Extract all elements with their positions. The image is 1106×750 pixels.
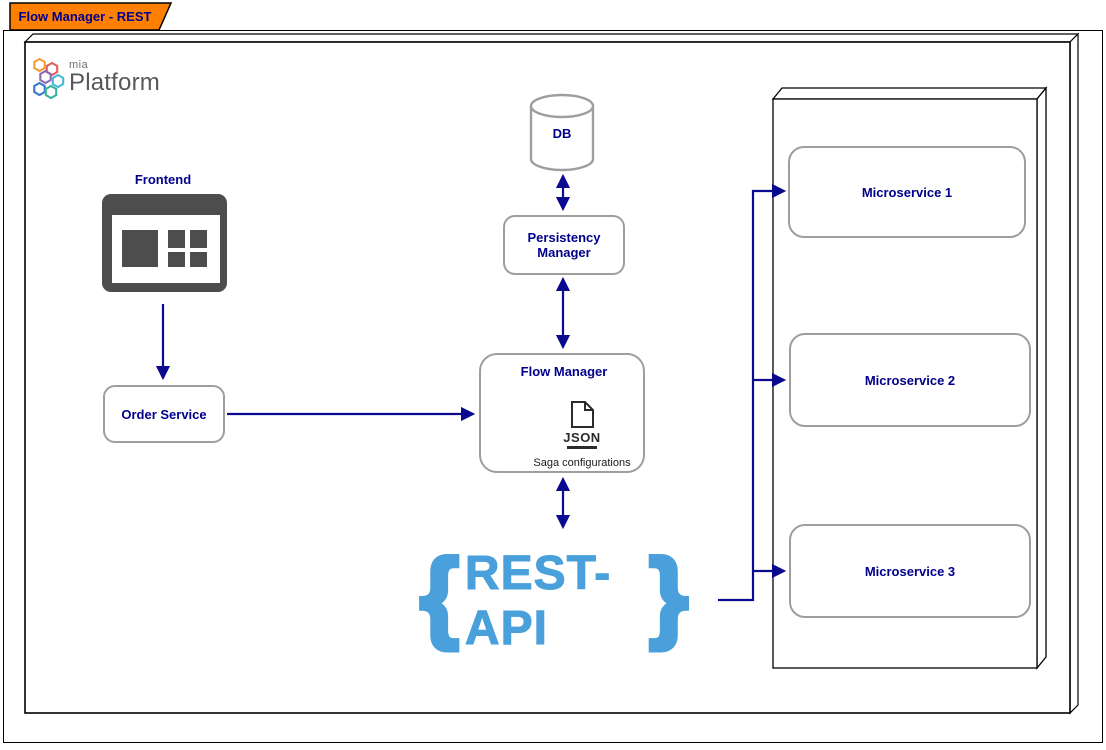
microservice-1-label: Microservice 1	[861, 184, 953, 200]
logo-platform-text: Platform	[69, 69, 160, 96]
order-service-node: Order Service	[103, 385, 225, 443]
rest-api-left-brace: {	[418, 539, 462, 651]
logo-mia-text: mia	[69, 59, 89, 71]
microservice-2-node: Microservice 2	[789, 333, 1031, 427]
rest-api-label: REST-API	[464, 547, 612, 656]
flow-manager-node: Flow Manager JSON Saga configurations	[479, 353, 645, 473]
persistency-manager-node: Persistency Manager	[503, 215, 625, 275]
microservice-1-node: Microservice 1	[788, 146, 1026, 238]
db-cylinder-node: DB	[529, 93, 595, 172]
hexagon-cluster-icon	[33, 58, 65, 100]
json-icon-text: JSON	[563, 430, 600, 445]
flow-manager-label: Flow Manager	[520, 364, 608, 379]
microservice-3-label: Microservice 3	[864, 563, 956, 579]
hexagon-teal	[44, 84, 58, 100]
db-label: DB	[553, 126, 572, 141]
browser-window-icon	[102, 194, 227, 292]
hexagon-cyan	[51, 73, 65, 89]
microservice-3-node: Microservice 3	[789, 524, 1031, 618]
json-icon-underline	[567, 446, 597, 449]
screen-block-small	[190, 230, 207, 248]
mia-platform-logo: mia Platform	[33, 58, 183, 104]
hexagon-red	[45, 61, 59, 77]
rest-api-logo: { REST-API }	[418, 539, 691, 662]
hexagon-blue	[33, 81, 46, 97]
logo-wordmark: mia Platform	[69, 58, 160, 96]
hexagon-purple	[39, 69, 52, 85]
screen-block-small	[168, 230, 185, 248]
browser-screen	[112, 215, 220, 283]
hexagon-orange	[33, 58, 46, 73]
rest-api-right-brace: }	[647, 539, 691, 651]
frontend-label: Frontend	[134, 172, 192, 187]
screen-block-large	[122, 230, 158, 267]
microservice-2-label: Microservice 2	[864, 372, 956, 388]
saga-configurations-caption: Saga configurations	[533, 457, 631, 469]
saga-configurations-block: JSON Saga configurations	[527, 401, 637, 469]
screen-block-small	[168, 252, 185, 267]
screen-block-small	[190, 252, 207, 267]
json-file-icon: JSON	[563, 401, 600, 449]
order-service-label: Order Service	[121, 406, 207, 422]
persistency-manager-label: Persistency Manager	[527, 230, 601, 260]
title-tab-label: Flow Manager - REST	[18, 9, 152, 24]
page-border	[3, 30, 1103, 743]
